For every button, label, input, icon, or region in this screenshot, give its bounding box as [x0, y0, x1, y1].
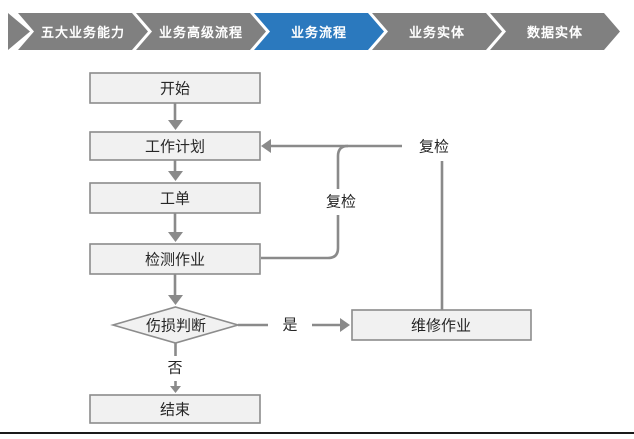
arrow-down-icon	[168, 171, 183, 181]
edge-recheck-inner-lower	[261, 215, 340, 260]
arrow-right-icon	[340, 318, 350, 332]
node-work-plan	[89, 131, 261, 161]
breadcrumb-step-high-level-process[interactable]: 业务高级流程	[136, 13, 266, 50]
arrow-down-icon	[168, 232, 183, 242]
breadcrumb-step-business-process[interactable]: 业务流程	[254, 13, 384, 50]
node-inspection-job-label: 检测作业	[145, 252, 205, 269]
arrow-down-icon	[168, 295, 183, 305]
edge-label-recheck-outer: 复检	[419, 138, 449, 156]
node-repair-job	[351, 309, 532, 341]
node-work-order-label: 工单	[160, 191, 190, 208]
breadcrumb-step-business-entity[interactable]: 业务实体	[372, 13, 502, 50]
breadcrumb-step-label: 五大业务能力	[40, 25, 125, 40]
edge-recheck-inner-upper	[336, 144, 349, 189]
arrow-left-icon	[261, 139, 271, 153]
bottom-border-line	[0, 432, 634, 434]
node-start	[89, 72, 261, 104]
edge-label-yes: 是	[282, 317, 297, 334]
node-work-plan-label: 工作计划	[145, 139, 205, 156]
breadcrumb-step-data-entity[interactable]: 数据实体	[490, 13, 620, 50]
node-work-order	[89, 182, 261, 214]
breadcrumb-step-label: 业务实体	[408, 25, 465, 40]
node-inspection-job	[89, 243, 261, 275]
edge-label-no: 否	[167, 360, 182, 377]
breadcrumb-step-label: 数据实体	[526, 25, 583, 40]
arrow-down-icon	[170, 386, 181, 393]
node-damage-decision	[110, 306, 241, 344]
breadcrumb-step-business-capabilities[interactable]: 五大业务能力	[18, 13, 148, 50]
breadcrumb: 五大业务能力 业务高级流程 业务流程 业务实体 数据实体	[8, 13, 620, 50]
node-damage-decision-label: 伤损判断	[146, 318, 206, 335]
node-end	[89, 394, 261, 424]
edge-label-recheck-inner: 复检	[326, 193, 356, 211]
breadcrumb-step-label: 业务高级流程	[158, 25, 243, 40]
node-start-label: 开始	[160, 81, 190, 98]
node-repair-job-label: 维修作业	[411, 318, 471, 335]
breadcrumb-step-label: 业务流程	[290, 25, 347, 40]
node-end-label: 结束	[160, 402, 190, 419]
arrow-down-icon	[168, 120, 183, 130]
